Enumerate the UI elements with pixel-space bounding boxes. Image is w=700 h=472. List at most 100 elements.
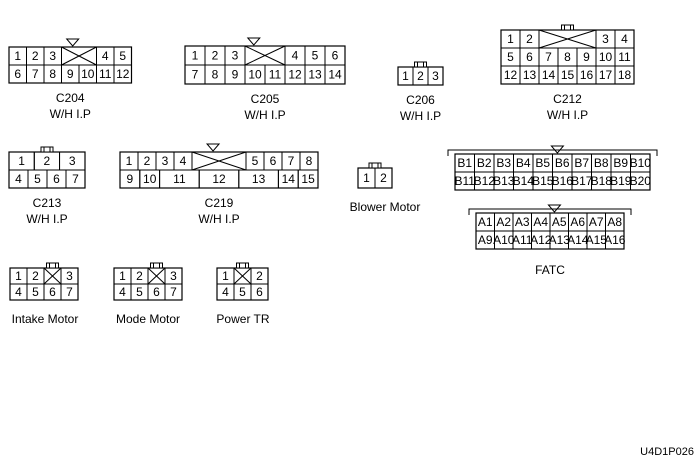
pin-number: A11 bbox=[512, 233, 533, 247]
pin-number: 1 bbox=[126, 154, 133, 168]
connector-name: Blower Motor bbox=[350, 200, 421, 214]
pin-number: A14 bbox=[567, 233, 589, 247]
connector-harness: W/H I.P bbox=[547, 108, 588, 122]
pin-number: 1 bbox=[507, 32, 514, 46]
pin-number: B16 bbox=[552, 174, 574, 188]
figure-code: U4D1P026 bbox=[640, 446, 694, 458]
pin-number: 11 bbox=[618, 50, 631, 64]
connector-harness: W/H I.P bbox=[400, 109, 441, 123]
connector-name: C205 bbox=[251, 92, 280, 106]
pin-number: 2 bbox=[136, 269, 143, 283]
pin-number: 5 bbox=[239, 285, 246, 299]
pin-number: 13 bbox=[523, 68, 537, 82]
pin-number: B5 bbox=[535, 156, 550, 170]
pin-number: 17 bbox=[599, 68, 613, 82]
pin-number: 3 bbox=[170, 269, 177, 283]
pin-number: 3 bbox=[232, 49, 239, 63]
pin-number: 7 bbox=[72, 172, 79, 186]
blank-cavity-cross bbox=[233, 267, 252, 285]
pin-number: 6 bbox=[270, 154, 277, 168]
connector-name: C212 bbox=[553, 92, 582, 106]
pin-number: 6 bbox=[14, 67, 21, 81]
pin-number: B6 bbox=[555, 156, 570, 170]
connector-harness: W/H I.P bbox=[198, 212, 239, 226]
pin-number: 5 bbox=[136, 285, 143, 299]
connector-name: C206 bbox=[406, 93, 435, 107]
connector-name: Intake Motor bbox=[12, 312, 79, 326]
pin-number: B8 bbox=[594, 156, 609, 170]
blank-cavity-cross bbox=[244, 45, 286, 66]
connector-name: C204 bbox=[56, 91, 85, 105]
pin-number: 2 bbox=[417, 69, 424, 83]
pin-cell bbox=[65, 169, 86, 189]
pin-number: 4 bbox=[621, 32, 628, 46]
lock-lug-icon bbox=[150, 262, 163, 269]
pin-number: 9 bbox=[232, 68, 239, 82]
pin-number: 9 bbox=[583, 50, 590, 64]
connector-name: C213 bbox=[33, 196, 62, 210]
pin-number: A15 bbox=[586, 233, 608, 247]
pin-number: B12 bbox=[474, 174, 496, 188]
pin-number: 12 bbox=[116, 67, 130, 81]
pin-number: B17 bbox=[571, 174, 593, 188]
pin-number: 13 bbox=[308, 68, 322, 82]
pin-number: 15 bbox=[561, 68, 575, 82]
pin-number: 7 bbox=[545, 50, 552, 64]
pin-number: 1 bbox=[14, 49, 21, 63]
pin-number: 1 bbox=[363, 171, 370, 185]
pin-number: 7 bbox=[66, 285, 73, 299]
pin-number: B15 bbox=[532, 174, 554, 188]
pin-number: 1 bbox=[222, 269, 229, 283]
pin-number: 4 bbox=[119, 285, 126, 299]
pin-number: B9 bbox=[613, 156, 628, 170]
lock-lug-icon bbox=[414, 61, 427, 68]
pin-number: 5 bbox=[34, 172, 41, 186]
pin-number: 8 bbox=[306, 154, 313, 168]
pin-number: 12 bbox=[212, 172, 226, 186]
pin-number: A10 bbox=[493, 233, 515, 247]
pin-number: 7 bbox=[32, 67, 39, 81]
pin-number: B4 bbox=[516, 156, 531, 170]
pin-number: 1 bbox=[18, 154, 25, 168]
pin-number: 4 bbox=[222, 285, 229, 299]
pin-number: 15 bbox=[301, 172, 315, 186]
connector-name: Mode Motor bbox=[116, 312, 180, 326]
pin-number: 11 bbox=[269, 68, 282, 82]
pin-cell bbox=[374, 167, 393, 189]
pin-number: 9 bbox=[127, 172, 134, 186]
pin-number: 1 bbox=[402, 69, 409, 83]
pin-number: 6 bbox=[153, 285, 160, 299]
pin-number: 12 bbox=[288, 68, 302, 82]
pin-number: 8 bbox=[564, 50, 571, 64]
pin-number: 11 bbox=[99, 67, 112, 81]
blank-cavity-cross bbox=[61, 46, 97, 66]
key-triangle-icon bbox=[205, 143, 221, 152]
pin-number: 2 bbox=[212, 49, 219, 63]
pin-number: B18 bbox=[591, 174, 613, 188]
pin-number: 2 bbox=[44, 154, 51, 168]
pin-number: 3 bbox=[162, 154, 169, 168]
pin-number: A4 bbox=[533, 215, 548, 229]
pin-number: 5 bbox=[507, 50, 514, 64]
pin-number: 3 bbox=[602, 32, 609, 46]
pin-cell bbox=[427, 66, 444, 86]
pin-number: 2 bbox=[144, 154, 151, 168]
pin-number: 2 bbox=[526, 32, 533, 46]
pin-number: A7 bbox=[589, 215, 604, 229]
key-triangle-icon bbox=[65, 38, 80, 47]
pin-number: B10 bbox=[630, 156, 652, 170]
pin-number: 10 bbox=[81, 67, 95, 81]
connector-bracket bbox=[468, 208, 632, 215]
pin-number: 14 bbox=[282, 172, 296, 186]
pin-cell bbox=[605, 230, 625, 250]
pin-number: 10 bbox=[248, 68, 262, 82]
pin-number: A8 bbox=[607, 215, 622, 229]
pin-number: 10 bbox=[599, 50, 613, 64]
pin-number: A9 bbox=[478, 233, 493, 247]
